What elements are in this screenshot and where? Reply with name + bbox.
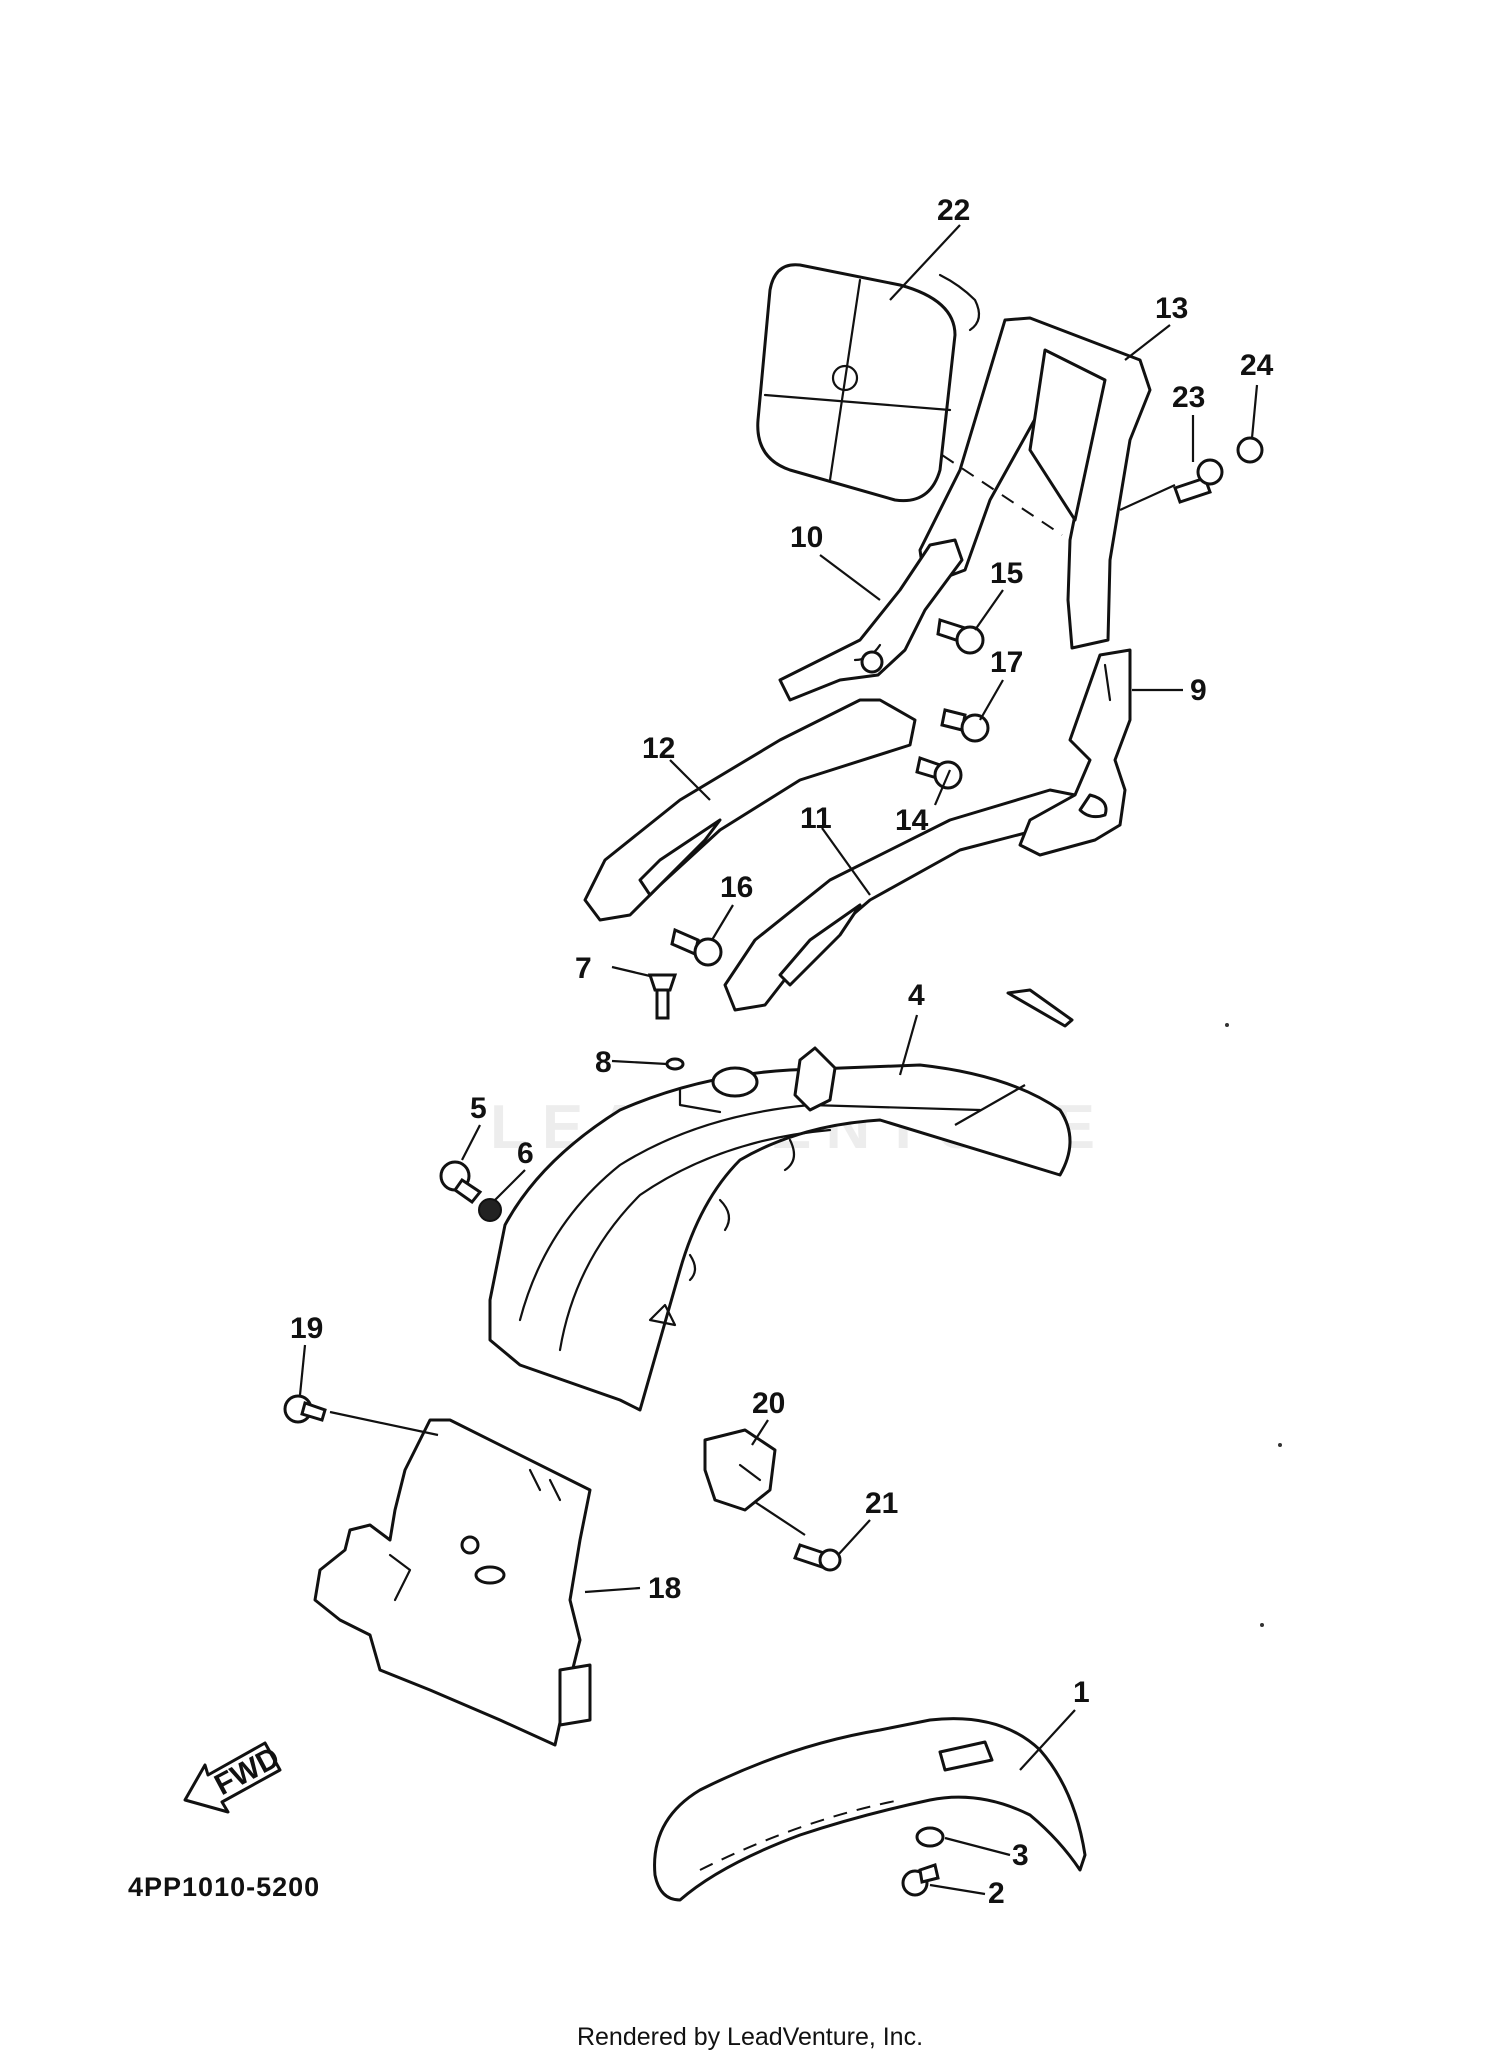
callout-10: 10 — [790, 521, 823, 554]
callout-3: 3 — [1012, 1839, 1029, 1872]
scan-dots — [1225, 1023, 1282, 1627]
callout-6: 6 — [517, 1137, 534, 1170]
callout-numbers: 22 13 24 23 10 15 17 9 12 14 11 16 7 8 4… — [290, 194, 1274, 1910]
callout-8: 8 — [595, 1046, 612, 1079]
callout-11: 11 — [800, 802, 832, 835]
diagram-code: 4PP1010-5200 — [128, 1872, 321, 1902]
fwd-label: FWD — [209, 1741, 285, 1802]
rear-fender[interactable] — [488, 1046, 1072, 1412]
fwd-arrow-icon: FWD — [183, 1741, 285, 1814]
callout-18: 18 — [648, 1572, 681, 1605]
callout-7: 7 — [575, 952, 592, 985]
render-credit: Rendered by LeadVenture, Inc. — [576, 2023, 924, 2051]
hardware[interactable] — [283, 436, 1264, 1897]
front-fender[interactable] — [653, 1717, 1087, 1902]
backrest-frame[interactable] — [918, 316, 1152, 650]
stay-left[interactable] — [583, 698, 917, 922]
callout-14: 14 — [895, 804, 929, 837]
callout-23: 23 — [1172, 381, 1205, 414]
callout-22: 22 — [937, 194, 970, 227]
callout-12: 12 — [642, 732, 675, 765]
callout-1: 1 — [1073, 1676, 1090, 1709]
backrest-pad[interactable] — [756, 263, 981, 503]
callout-20: 20 — [752, 1387, 785, 1420]
callout-2: 2 — [988, 1877, 1005, 1910]
callout-19: 19 — [290, 1312, 323, 1345]
lower-cover[interactable] — [313, 1418, 592, 1747]
side-bracket[interactable] — [1018, 648, 1132, 857]
callout-24: 24 — [1240, 349, 1274, 382]
callout-4: 4 — [908, 979, 925, 1012]
callout-13: 13 — [1155, 292, 1188, 325]
callout-17: 17 — [990, 646, 1023, 679]
callout-5: 5 — [470, 1092, 487, 1125]
bracket[interactable] — [778, 538, 964, 702]
clamp[interactable] — [703, 1428, 777, 1512]
callout-15: 15 — [990, 557, 1023, 590]
callout-9: 9 — [1190, 674, 1207, 707]
decal[interactable] — [678, 988, 1074, 1114]
callout-16: 16 — [720, 871, 753, 904]
callout-21: 21 — [865, 1487, 898, 1520]
leader-lines — [298, 224, 1259, 1896]
